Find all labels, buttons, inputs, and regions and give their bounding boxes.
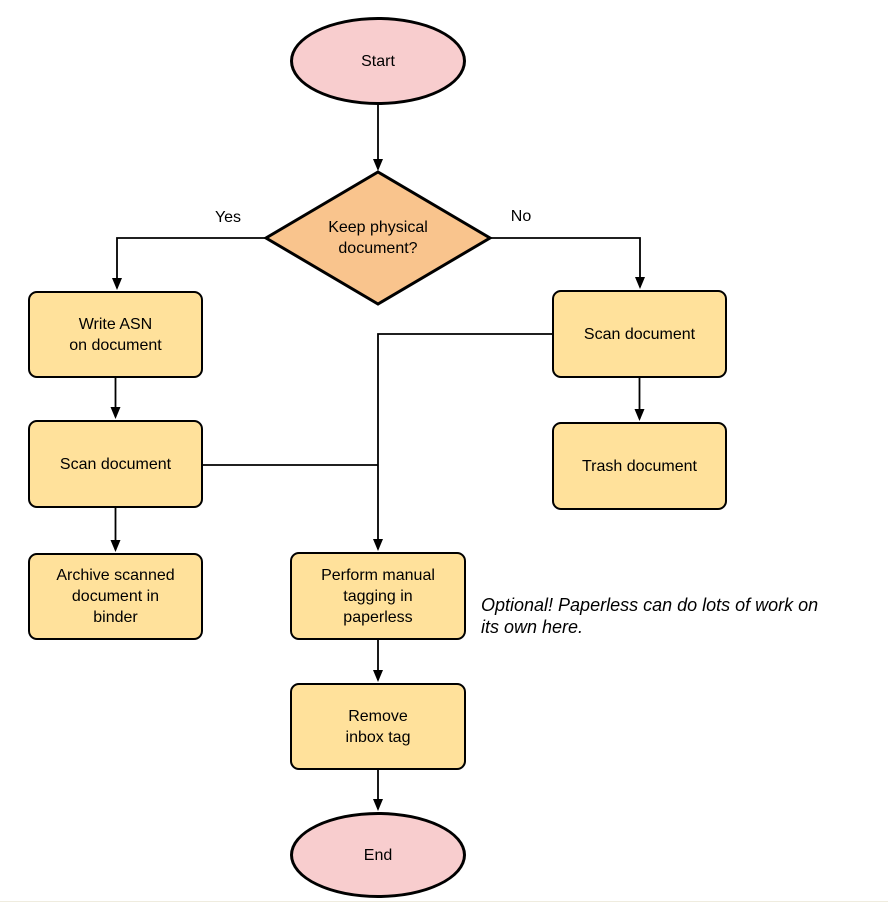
node-scan-document-left: Scan document xyxy=(28,420,203,508)
edge-scan-right-to-tagging xyxy=(373,333,552,551)
node-remove-inbox-tag: Remove inbox tag xyxy=(290,683,466,770)
node-archive-scanned-document: Archive scanned document in binder xyxy=(28,553,203,640)
node-perform-manual-tagging: Perform manual tagging in paperless xyxy=(290,552,466,640)
edge-decision-yes-to-write-asn xyxy=(112,237,265,290)
bottom-rule xyxy=(0,901,888,902)
node-scan-document-right: Scan document xyxy=(552,290,727,378)
node-end: End xyxy=(290,812,466,898)
node-write-asn-on-document: Write ASN on document xyxy=(28,291,203,378)
node-decision-label: Keep physical document? xyxy=(328,219,428,257)
edge-decision-no-to-scan-right xyxy=(490,237,645,289)
optional-note: Optional! Paperless can do lots of work … xyxy=(481,595,819,637)
decision-diamond-shape xyxy=(263,170,493,306)
node-trash-document: Trash document xyxy=(552,422,727,510)
edge-label-no: No xyxy=(510,208,532,225)
node-start: Start xyxy=(290,17,466,105)
edge-label-yes: Yes xyxy=(214,209,242,226)
